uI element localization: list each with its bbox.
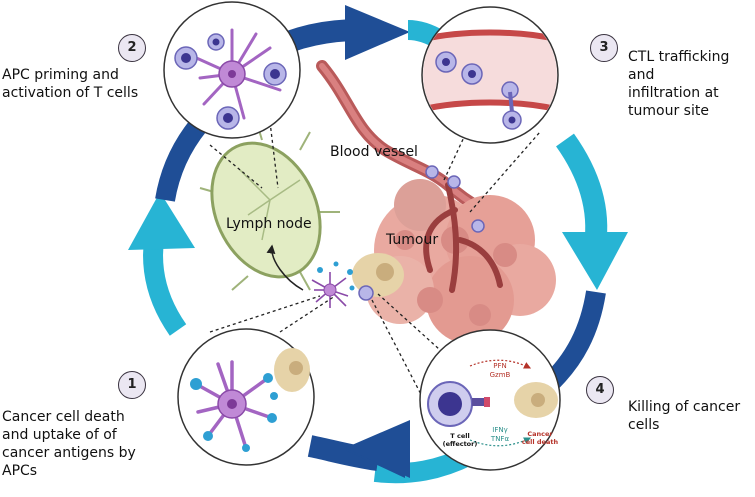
step-3-caption: CTL trafficking and infiltration at tumo… — [628, 49, 730, 119]
t-cell-effector-label: T cell (effector) — [442, 432, 478, 448]
zoom-circle-ctl-trafficking — [421, 6, 559, 144]
tnfa-label: TNFα — [490, 435, 510, 443]
step-2-caption: APC priming and activation of T cells — [2, 67, 139, 101]
blood-vessel-label: Blood vessel — [330, 144, 418, 160]
pfn-label: PFN — [493, 362, 506, 370]
dendritic-cell-icon — [311, 261, 355, 308]
lymph-node-label: Lymph node — [226, 216, 312, 232]
step-badge-1: 1 — [118, 371, 146, 399]
ifng-label: IFNγ — [492, 426, 507, 434]
cancer-cell-death-label: Cancer cell death — [521, 430, 559, 446]
step-badge-4: 4 — [586, 376, 614, 404]
step-4-caption: Killing of cancer cells — [628, 399, 741, 433]
tumour-label: Tumour — [386, 232, 439, 248]
step-badge-2: 2 — [118, 34, 146, 62]
step-1-caption: Cancer cell death and uptake of of cance… — [2, 409, 136, 479]
gzmb-label: GzmB — [490, 371, 511, 379]
t-cell-icon — [358, 165, 485, 301]
lymph-node-icon — [199, 119, 340, 291]
tumour-icon — [352, 179, 556, 344]
zoom-circle-killing: PFN GzmB IFNγ TNFα — [419, 329, 561, 471]
zoom-circle-apc-priming — [163, 1, 301, 139]
cycle-arrow-icon — [128, 5, 628, 484]
zoom-circle-antigen-uptake — [177, 328, 315, 466]
step-badge-3: 3 — [590, 34, 618, 62]
